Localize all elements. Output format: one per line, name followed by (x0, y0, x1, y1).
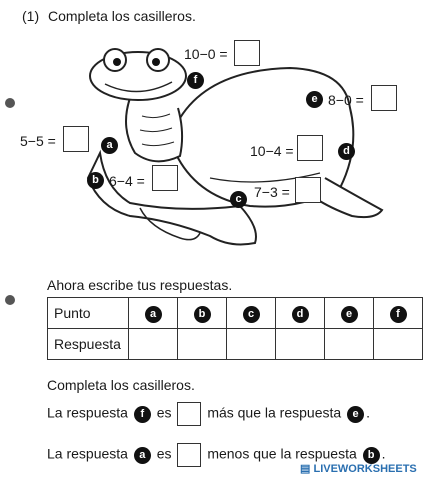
exercise-b-text: 6−4 = (109, 173, 145, 189)
label-c-badge: c (230, 191, 247, 208)
respuesta-cell-b[interactable] (177, 328, 227, 360)
line2-mid: es (156, 445, 172, 462)
exercise-c-text: 7−3 = (254, 184, 290, 200)
liveworksheets-text: LIVEWORKSHEETS (313, 463, 417, 475)
respuesta-cell-c[interactable] (226, 328, 276, 360)
section2-title: Ahora escribe tus respuestas. (47, 277, 233, 293)
answer-box-f[interactable] (234, 40, 260, 66)
label-f-badge: f (187, 72, 204, 89)
line1-label-e: e (347, 405, 365, 423)
comparison-box-2[interactable] (177, 443, 202, 467)
respuesta-cell-a[interactable] (128, 328, 178, 360)
respuesta-cell-f[interactable] (373, 328, 423, 360)
exercise-a-text: 5−5 = (20, 133, 56, 149)
exercise-f-text: 10−0 = (184, 46, 228, 62)
line1-label-f: f (133, 405, 151, 423)
line2-label-a: a (133, 446, 151, 464)
answers-table: Punto a b c d e f Respuesta (47, 297, 423, 360)
label-d-badge: d (338, 143, 355, 160)
table-row-respuesta: Respuesta (47, 328, 423, 360)
label-e-badge: e (306, 91, 323, 108)
answer-box-d[interactable] (297, 135, 323, 161)
section3-title: Completa los casilleros. (47, 377, 195, 393)
respuesta-cell-e[interactable] (324, 328, 374, 360)
exercise-d-text: 10−4 = (250, 143, 294, 159)
line2-end: . (381, 445, 386, 462)
answer-box-c[interactable] (295, 177, 321, 203)
section1-number: (1) (22, 8, 40, 24)
turtle-body (86, 149, 257, 246)
turtle-neck (125, 97, 184, 163)
line1-end: . (366, 404, 370, 421)
column-b-header: b (177, 297, 227, 329)
section1-title: Completa los casilleros. (48, 8, 196, 24)
answer-box-b[interactable] (152, 165, 178, 191)
column-e-header: e (324, 297, 374, 329)
line1-mid: es (156, 404, 172, 421)
binder-hole-top (5, 98, 15, 108)
exercise-e-text: 8−0 = (328, 92, 364, 108)
turtle-back-leg (314, 177, 384, 219)
line2-prefix: La respuesta (47, 445, 128, 462)
comparison-line-2: La respuesta a es menos que la respuesta… (47, 443, 386, 467)
respuesta-cell-d[interactable] (275, 328, 325, 360)
line1-suffix: más que la respuesta (207, 404, 342, 421)
column-f-header: f (373, 297, 423, 329)
answer-box-e[interactable] (371, 85, 397, 111)
line2-label-b: b (362, 446, 380, 464)
comparison-box-1[interactable] (177, 402, 202, 426)
comparison-line-1: La respuesta f es más que la respuesta e… (47, 402, 370, 426)
answer-box-a[interactable] (63, 126, 89, 152)
punto-header: Punto (47, 297, 129, 329)
label-b-badge: b (87, 172, 104, 189)
column-d-header: d (275, 297, 325, 329)
table-row-punto: Punto a b c d e f (47, 297, 423, 329)
line1-prefix: La respuesta (47, 404, 128, 421)
respuesta-header: Respuesta (47, 328, 129, 360)
liveworksheets-icon: ▤ (300, 463, 311, 475)
binder-hole-bottom (5, 295, 15, 305)
column-c-header: c (226, 297, 276, 329)
label-a-badge: a (101, 137, 118, 154)
column-a-header: a (128, 297, 178, 329)
liveworksheets-logo: ▤ LIVEWORKSHEETS (300, 462, 417, 475)
line2-suffix: menos que la respuesta (207, 445, 357, 462)
